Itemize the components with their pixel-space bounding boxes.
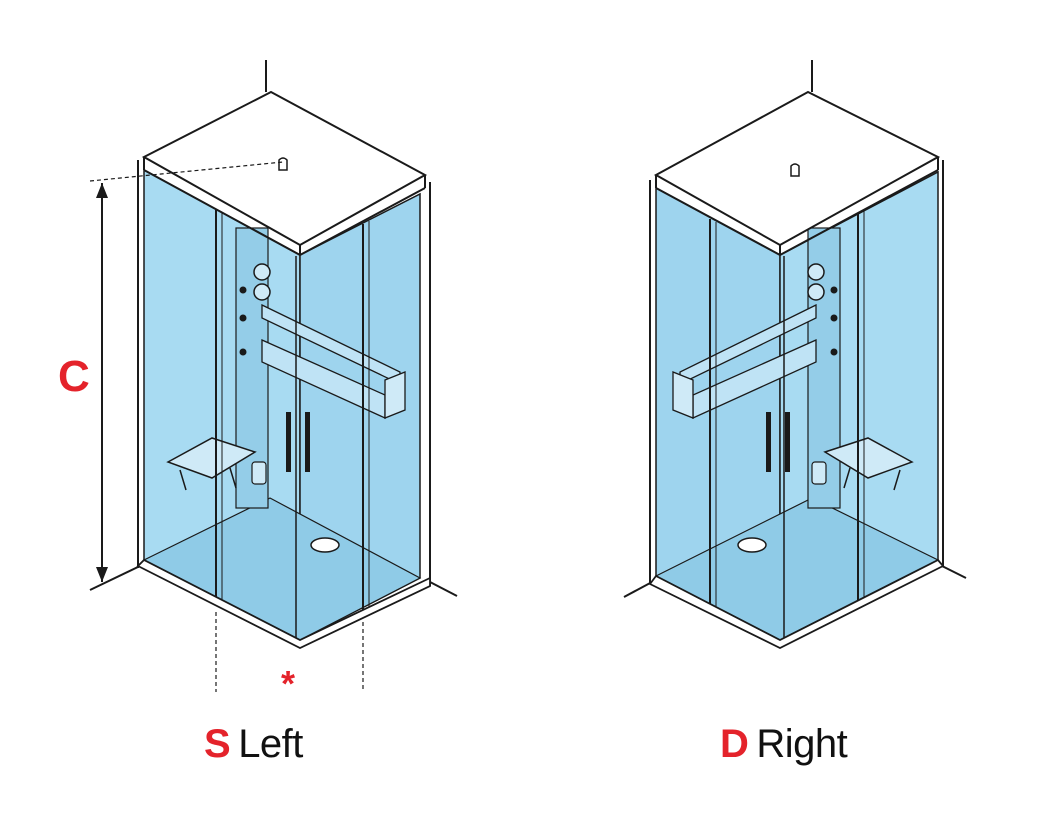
- version-name: Right: [756, 722, 848, 766]
- folding-seat: [166, 437, 257, 479]
- door-handle-icon: [766, 412, 771, 472]
- body-jet-icon: [239, 286, 247, 294]
- hand-shower-icon: [251, 461, 267, 485]
- control-knob-icon: [253, 283, 271, 301]
- control-knob-icon: [253, 263, 271, 281]
- tray-base: [136, 558, 431, 650]
- version-code: D: [720, 722, 749, 766]
- control-knob-icon: [807, 283, 825, 301]
- vent-icon: [790, 163, 800, 177]
- version-label-right: D Right: [720, 722, 848, 782]
- bar-end: [384, 371, 406, 419]
- control-knob-icon: [807, 263, 825, 281]
- body-jet-icon: [239, 348, 247, 356]
- tray-base: [648, 558, 945, 650]
- folding-seat: [823, 437, 914, 479]
- drain-icon: [310, 537, 340, 553]
- floor-line-right-a: [623, 581, 653, 598]
- cabin-left: [89, 60, 458, 692]
- version-label-left: S Left: [204, 722, 303, 782]
- vent-icon: [278, 157, 288, 171]
- version-name: Left: [238, 722, 303, 766]
- seat-legs: [843, 467, 901, 491]
- body-jet-icon: [830, 314, 838, 322]
- body-jet-icon: [830, 286, 838, 294]
- door-handle-icon: [785, 412, 790, 472]
- seat-legs: [179, 467, 237, 491]
- cabin-right: [623, 60, 967, 650]
- bar-end: [672, 371, 694, 419]
- width-note-asterisk: *: [281, 663, 296, 704]
- arrow-up-icon: [96, 183, 108, 198]
- floor-line-right-b: [941, 565, 967, 579]
- door-handle-icon: [305, 412, 310, 472]
- hand-shower-icon: [811, 461, 827, 485]
- dimension-extension: [89, 161, 284, 182]
- body-jet-icon: [830, 348, 838, 356]
- floor-line-left-b: [429, 581, 458, 597]
- dimension-c-label: C: [58, 352, 90, 401]
- drain-icon: [737, 537, 767, 553]
- arrow-down-icon: [96, 567, 108, 582]
- version-code: S: [204, 722, 231, 766]
- door-handle-icon: [286, 412, 291, 472]
- floor-line-left-a: [89, 565, 141, 591]
- body-jet-icon: [239, 314, 247, 322]
